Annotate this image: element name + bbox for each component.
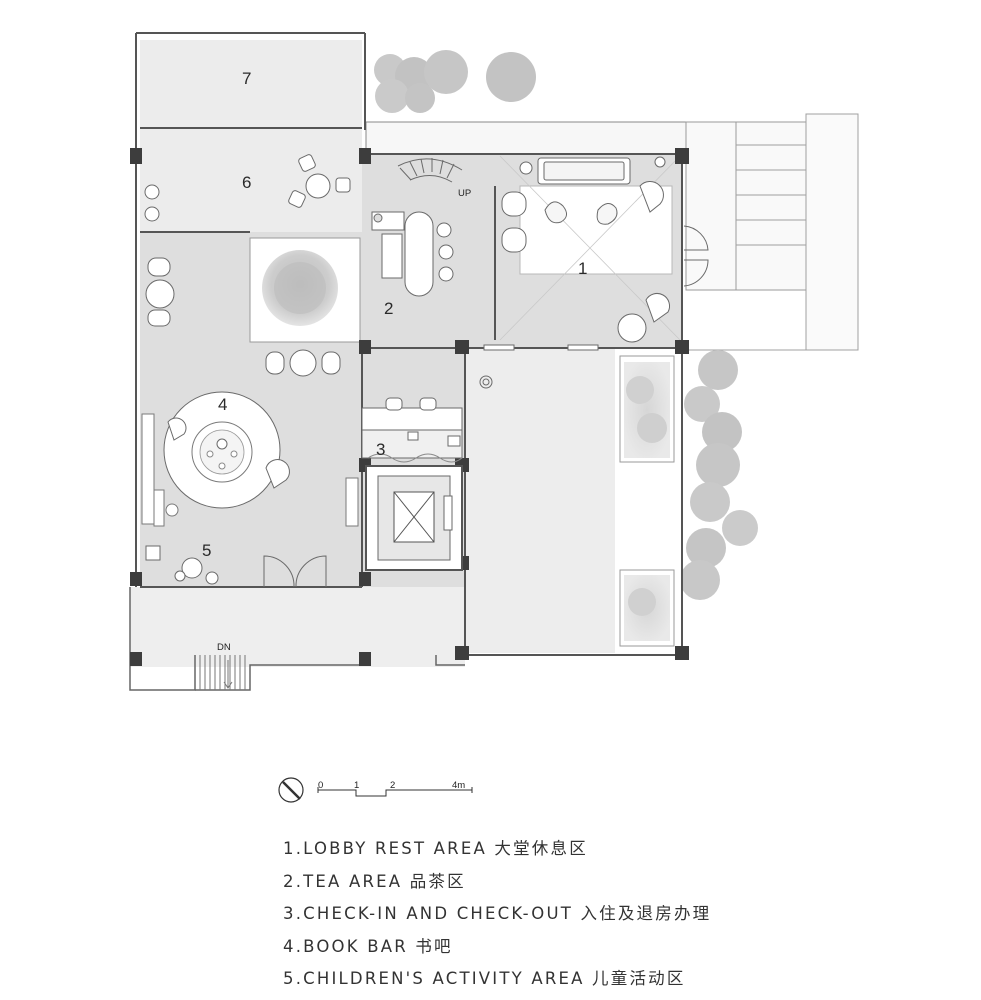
- legend-item-book-bar: 4.BOOK BAR 书吧: [283, 936, 453, 956]
- walls: [135, 32, 683, 660]
- legend-item-lobby-rest-area: 1.LOBBY REST AREA 大堂休息区: [283, 839, 588, 858]
- zone-5-label: 5: [202, 541, 211, 560]
- scale-tick-2: 2: [390, 780, 395, 791]
- courtyard-planter: [249, 237, 361, 343]
- check-in-desk: [361, 397, 463, 463]
- zone-4-label: 4: [218, 395, 227, 414]
- doors: [263, 225, 709, 588]
- structural-columns: [130, 148, 689, 666]
- north-arrow-icon: [278, 777, 304, 803]
- tree-cluster-top: [374, 50, 536, 113]
- west-seating: [145, 257, 341, 377]
- scale-tick-0: 0: [318, 780, 323, 791]
- scale-tick-4m: 4m: [452, 780, 465, 791]
- east-planters: [619, 355, 675, 647]
- zone-7-label: 7: [242, 69, 251, 88]
- tree-cluster-right: [680, 350, 758, 600]
- scale-tick-1: 1: [354, 780, 359, 791]
- zone-6-label: 6: [242, 173, 251, 192]
- scale-bar: [317, 787, 473, 797]
- zone6-furniture: [144, 154, 351, 222]
- zone-2-label: 2: [384, 299, 393, 318]
- exterior-stair: [199, 655, 246, 690]
- legend-item-tea-area: 2.TEA AREA 品茶区: [283, 871, 466, 891]
- stair-up-label: UP: [458, 188, 471, 199]
- zone-1-label: 1: [578, 259, 587, 278]
- book-bar-round-table: [163, 391, 290, 509]
- legend-item-children-activity-area: 5.CHILDREN'S ACTIVITY AREA 儿童活动区: [283, 969, 686, 988]
- tea-area-furniture: [371, 211, 454, 297]
- elevator-core: [365, 465, 463, 571]
- zone-3-label: 3: [376, 440, 385, 459]
- legend-item-check-in-out: 3.CHECK-IN AND CHECK-OUT 入住及退房办理: [283, 904, 712, 923]
- west-shelves: [141, 413, 359, 527]
- zone-legend: 1.LOBBY REST AREA 大堂休息区 2.TEA AREA 品茶区 3…: [283, 836, 711, 999]
- zone-labels: 1 2 3 4 5 6 7: [202, 69, 587, 560]
- children-area-furniture: [145, 545, 219, 585]
- stair-down-label: DN: [217, 642, 231, 653]
- spiral-stair: [397, 158, 463, 183]
- exterior-terrace: [365, 113, 859, 351]
- lobby-furniture: [501, 156, 671, 343]
